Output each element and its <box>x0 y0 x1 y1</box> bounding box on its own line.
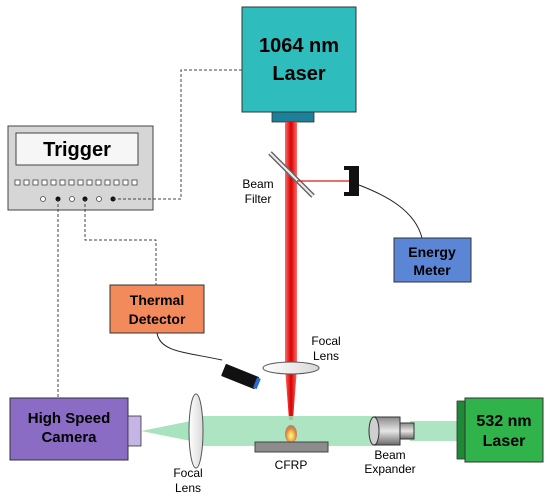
high-speed-camera: High Speed Camera <box>9 397 142 461</box>
top-focal-lens <box>262 361 320 375</box>
laser-1064-aperture <box>271 111 315 123</box>
trigger-display <box>15 132 139 166</box>
beam-expander-label-1: Beam <box>374 448 405 462</box>
trigger-wiring <box>57 69 242 398</box>
energy-meter: Energy Meter <box>393 237 472 283</box>
thermal-detector-label-2: Detector <box>129 311 186 327</box>
trigger-unit: Trigger <box>7 125 154 211</box>
cfrp-sample <box>254 441 329 453</box>
laser-1064-label-line1: 1064 nm <box>259 35 339 57</box>
top-focal-lens-label-1: Focal <box>311 334 340 348</box>
converging-illumination-beam <box>141 420 196 442</box>
trigger-label: Trigger <box>43 139 111 161</box>
focused-laser-beam <box>285 368 297 420</box>
laser-532-beam <box>410 421 457 441</box>
left-focal-lens <box>188 393 204 469</box>
laser-532-label-line1: 532 nm <box>476 413 531 430</box>
energy-sensor <box>344 166 359 196</box>
laser-532-label-line2: Laser <box>483 433 526 450</box>
top-focal-lens-label-2: Lens <box>313 349 339 363</box>
thermal-detector-label-1: Thermal <box>130 292 184 308</box>
laser-1064nm: 1064 nm Laser <box>241 6 357 123</box>
laser-532nm: 532 nm Laser <box>456 397 544 463</box>
left-focal-lens-label-2: Lens <box>175 481 201 495</box>
thermal-sensor-head <box>221 364 261 390</box>
energy-meter-cable <box>358 184 423 239</box>
beam-expander-label-2: Expander <box>364 462 415 476</box>
camera-label-line1: High Speed <box>28 410 111 427</box>
left-focal-lens-label-1: Focal <box>173 466 202 480</box>
laser-1064-label-line2: Laser <box>272 63 326 85</box>
trigger-ports <box>40 196 116 202</box>
camera-lens <box>127 415 142 447</box>
camera-label-line2: Camera <box>41 429 97 446</box>
energy-meter-label-1: Energy <box>408 244 456 260</box>
cfrp-label: CFRP <box>275 458 308 472</box>
energy-meter-label-2: Meter <box>413 262 451 278</box>
laser-spot <box>285 425 297 443</box>
trigger-button-row <box>14 179 138 186</box>
laser-beam <box>285 122 297 367</box>
thermal-detector-cable <box>156 332 223 361</box>
beam-filter-label-1: Beam <box>242 177 273 191</box>
thermal-detector: Thermal Detector <box>109 284 205 334</box>
beam-filter-label-2: Filter <box>245 192 272 206</box>
beam-expander <box>368 416 415 446</box>
